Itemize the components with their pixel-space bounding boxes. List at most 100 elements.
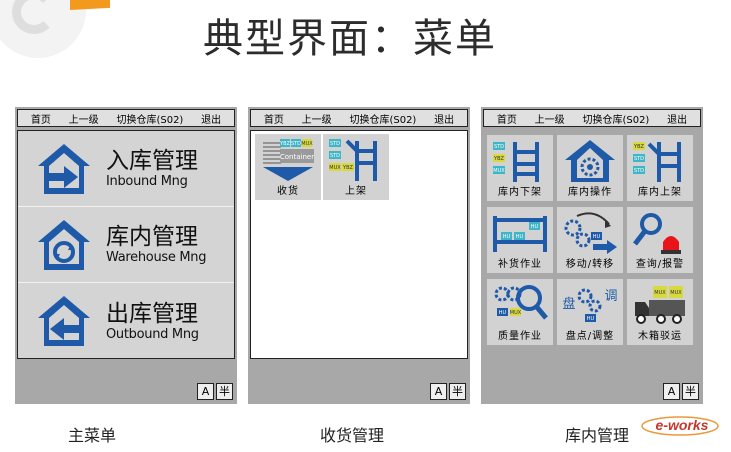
badge-text: STD bbox=[634, 156, 644, 162]
tile-replenishment[interactable]: HU HU HU 补货作业 bbox=[487, 207, 553, 273]
badge-text: HU bbox=[593, 234, 601, 240]
tile-query-alarm[interactable]: 查询/报警 bbox=[627, 207, 693, 273]
badge-text: MUX bbox=[670, 290, 682, 296]
caption-main-menu: 主菜单 bbox=[68, 426, 117, 445]
menu-item-sublabel: Warehouse Mng bbox=[106, 250, 207, 265]
ime-indicator: A 半 bbox=[430, 383, 466, 400]
ime-width-button[interactable]: 半 bbox=[216, 383, 233, 400]
ime-indicator: A 半 bbox=[197, 383, 233, 400]
move-transfer-icon: HU bbox=[564, 212, 617, 254]
outbound-house-icon bbox=[38, 296, 90, 346]
badge-text: 盘 bbox=[562, 296, 575, 312]
badge-text: STD bbox=[291, 141, 301, 147]
badge-text: YBZ bbox=[342, 165, 353, 171]
warehouse-cycle-house-icon bbox=[38, 219, 90, 270]
warehouse-tile-grid: STD YBZ MUX 库内下架 库内操作 YBZ S bbox=[483, 130, 701, 359]
menu-item-warehouse[interactable]: 库内管理 Warehouse Mng bbox=[18, 207, 234, 283]
badge-text: MUX bbox=[654, 290, 666, 296]
tile-label: 补货作业 bbox=[498, 259, 542, 270]
shelf-takedown-icon: STD YBZ MUX bbox=[493, 142, 539, 182]
tile-stocktake-adjust[interactable]: 盘 调 HU 盘点/调整 bbox=[557, 279, 623, 345]
brand-text: e-works bbox=[656, 417, 709, 433]
navbar: 首页 上一级 切换仓库(S02) 退出 bbox=[17, 109, 235, 127]
receiving-tile-grid: YBZ STD MUX Container 收货 STD STD MUX YBZ bbox=[250, 130, 468, 359]
quality-check-icon: HU MUX bbox=[494, 285, 548, 320]
menu-item-inbound[interactable]: 入库管理 Inbound Mng bbox=[18, 131, 234, 207]
nav-up-link[interactable]: 上一级 bbox=[301, 114, 332, 126]
tile-receive[interactable]: YBZ STD MUX Container 收货 bbox=[255, 134, 321, 200]
nav-exit-link[interactable]: 退出 bbox=[667, 114, 688, 126]
menu-item-label: 出库管理 bbox=[106, 300, 198, 327]
nav-home-link[interactable]: 首页 bbox=[263, 114, 284, 126]
container-receive-icon: YBZ STD MUX Container bbox=[263, 139, 314, 181]
badge-text: HU bbox=[587, 316, 595, 322]
badge-text: STD bbox=[634, 168, 644, 174]
menu-item-label: 库内管理 bbox=[106, 224, 198, 250]
tile-label: 盘点/调整 bbox=[565, 331, 615, 342]
ime-mode-button[interactable]: A bbox=[430, 383, 447, 400]
badge-text: STD bbox=[494, 144, 504, 150]
navbar: 首页 上一级 切换仓库(S02) 退出 bbox=[250, 109, 468, 127]
badge-text: YBZ bbox=[493, 156, 504, 162]
menu-item-sublabel: Inbound Mng bbox=[106, 174, 188, 189]
ime-width-button[interactable]: 半 bbox=[449, 383, 466, 400]
warehouse-screen: 首页 上一级 切换仓库(S02) 退出 STD YBZ MUX 库内下架 bbox=[481, 107, 703, 404]
slide-title: 典型界面：菜单 bbox=[203, 16, 497, 62]
tile-wooden-box-transport[interactable]: MUX MUX 木箱驳运 bbox=[627, 279, 693, 345]
ime-width-button[interactable]: 半 bbox=[682, 383, 699, 400]
main-menu-list: 入库管理 Inbound Mng 库内管理 Warehouse Mng bbox=[17, 130, 235, 359]
ime-mode-button[interactable]: A bbox=[197, 383, 214, 400]
nav-up-link[interactable]: 上一级 bbox=[534, 114, 565, 126]
search-alarm-icon bbox=[633, 213, 681, 254]
badge-text: MUX bbox=[301, 141, 313, 147]
nav-home-link[interactable]: 首页 bbox=[30, 114, 51, 126]
stocktake-adjust-icon: 盘 调 HU bbox=[562, 288, 618, 322]
nav-switch-warehouse-link[interactable]: 切换仓库(S02) bbox=[116, 114, 184, 126]
tile-label: 木箱驳运 bbox=[638, 331, 682, 342]
tile-putaway[interactable]: STD STD MUX YBZ 上架 bbox=[323, 134, 389, 200]
badge-text: HU bbox=[516, 234, 524, 240]
badge-text: MUX bbox=[329, 165, 341, 171]
tile-shelf-takedown[interactable]: STD YBZ MUX 库内下架 bbox=[487, 135, 553, 201]
receiving-screen: 首页 上一级 切换仓库(S02) 退出 YBZ STD MUX Containe… bbox=[248, 107, 470, 404]
nav-exit-link[interactable]: 退出 bbox=[201, 114, 222, 126]
wooden-box-truck-icon: MUX MUX bbox=[635, 286, 685, 324]
menu-item-sublabel: Outbound Mng bbox=[106, 326, 199, 342]
eworks-logo: e-works bbox=[641, 416, 719, 436]
caption-warehouse: 库内管理 bbox=[565, 426, 630, 445]
nav-up-link[interactable]: 上一级 bbox=[68, 114, 99, 126]
nav-switch-warehouse-link[interactable]: 切换仓库(S02) bbox=[349, 114, 417, 126]
badge-text: HU bbox=[499, 310, 507, 316]
badge-text: YBZ bbox=[633, 144, 644, 150]
shelf-putaway-icon: YBZ STD STD bbox=[633, 142, 681, 182]
tile-label: 移动/转移 bbox=[565, 259, 615, 270]
nav-exit-link[interactable]: 退出 bbox=[434, 114, 455, 126]
badge-text: STD bbox=[330, 153, 340, 159]
nav-switch-warehouse-link[interactable]: 切换仓库(S02) bbox=[582, 114, 650, 126]
menu-item-outbound[interactable]: 出库管理 Outbound Mng bbox=[18, 283, 234, 359]
badge-text: MUX bbox=[510, 310, 522, 316]
tile-label: 库内下架 bbox=[498, 187, 542, 198]
main-menu-screen: 首页 上一级 切换仓库(S02) 退出 入库管理 Inbound Mng bbox=[15, 107, 237, 404]
navbar: 首页 上一级 切换仓库(S02) 退出 bbox=[483, 109, 701, 127]
badge-text: Container bbox=[280, 153, 314, 161]
badge-text: HU bbox=[531, 224, 539, 230]
badge-text: STD bbox=[330, 141, 340, 147]
tile-quality[interactable]: HU MUX 质量作业 bbox=[487, 279, 553, 345]
tile-move-transfer[interactable]: HU 移动/转移 bbox=[557, 207, 623, 273]
corner-logo bbox=[0, 0, 110, 60]
tile-label: 库内上架 bbox=[638, 187, 682, 198]
menu-item-label: 入库管理 bbox=[106, 148, 198, 174]
badge-text: MUX bbox=[493, 168, 505, 174]
inbound-house-icon bbox=[38, 143, 90, 194]
badge-text: YBZ bbox=[279, 141, 290, 147]
tile-label: 质量作业 bbox=[498, 331, 542, 342]
ime-mode-button[interactable]: A bbox=[663, 383, 680, 400]
tile-shelf-putaway[interactable]: YBZ STD STD 库内上架 bbox=[627, 135, 693, 201]
tile-label: 查询/报警 bbox=[635, 259, 685, 270]
tile-in-warehouse-ops[interactable]: 库内操作 bbox=[557, 135, 623, 201]
replenish-rack-icon: HU HU HU bbox=[493, 216, 547, 252]
tile-label: 收货 bbox=[277, 186, 299, 197]
nav-home-link[interactable]: 首页 bbox=[496, 114, 517, 126]
putaway-shelf-icon: STD STD MUX YBZ bbox=[329, 139, 377, 181]
